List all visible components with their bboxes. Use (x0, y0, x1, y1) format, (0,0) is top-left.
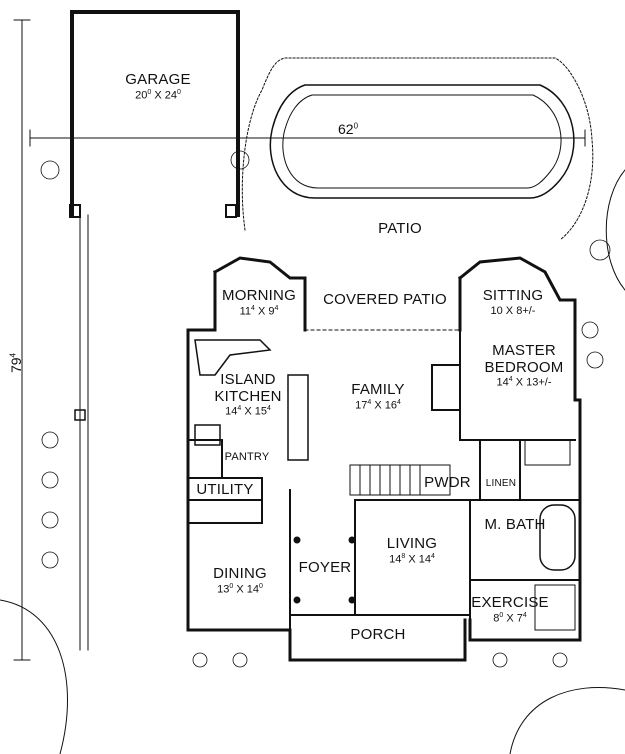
master-bath-label: M. BATH (484, 516, 546, 533)
interior-walls (187, 329, 581, 631)
foyer-label: FOYER (298, 559, 352, 576)
pantry-label: PANTRY (224, 451, 270, 463)
dining-label: DINING 130 X 140 (213, 565, 267, 596)
garage-label: GARAGE 200 X 240 (118, 71, 198, 102)
utility-label: UTILITY (196, 481, 254, 498)
width-dimension-label: 620 (338, 121, 359, 137)
depth-dimension-label: 794 (8, 352, 24, 374)
garage-walls (69, 10, 240, 218)
fireplace (431, 364, 461, 411)
bathtub (539, 504, 576, 571)
pwdr-label: PWDR (424, 474, 471, 491)
kitchen-counters (194, 339, 309, 461)
linen-label: LINEN (485, 478, 517, 489)
morning-label: MORNING 114 X 94 (222, 287, 296, 318)
garage-dimensions: 200 X 240 (135, 88, 181, 102)
porch-label: PORCH (350, 626, 406, 643)
living-label: LIVING 148 X 144 (386, 535, 438, 566)
sitting-label: SITTING 10 X 8+/- (482, 287, 544, 317)
patio-label: PATIO (378, 220, 422, 237)
patio-landscape-border (241, 57, 594, 241)
family-label: FAMILY 174 X 164 (351, 381, 405, 412)
island-kitchen-label: ISLAND KITCHEN 144 X 154 (214, 371, 282, 418)
pool-outline (269, 84, 575, 199)
covered-patio-label: COVERED PATIO (323, 291, 447, 308)
exercise-label: EXERCISE 80 X 74 (471, 594, 549, 625)
master-bedroom-label: MASTER BEDROOM 144 X 13+/- (484, 342, 564, 389)
stairs (349, 464, 451, 496)
house-exterior-walls (186, 256, 582, 662)
landscape-shrubs (40, 150, 611, 668)
closet-shelving (524, 439, 571, 466)
